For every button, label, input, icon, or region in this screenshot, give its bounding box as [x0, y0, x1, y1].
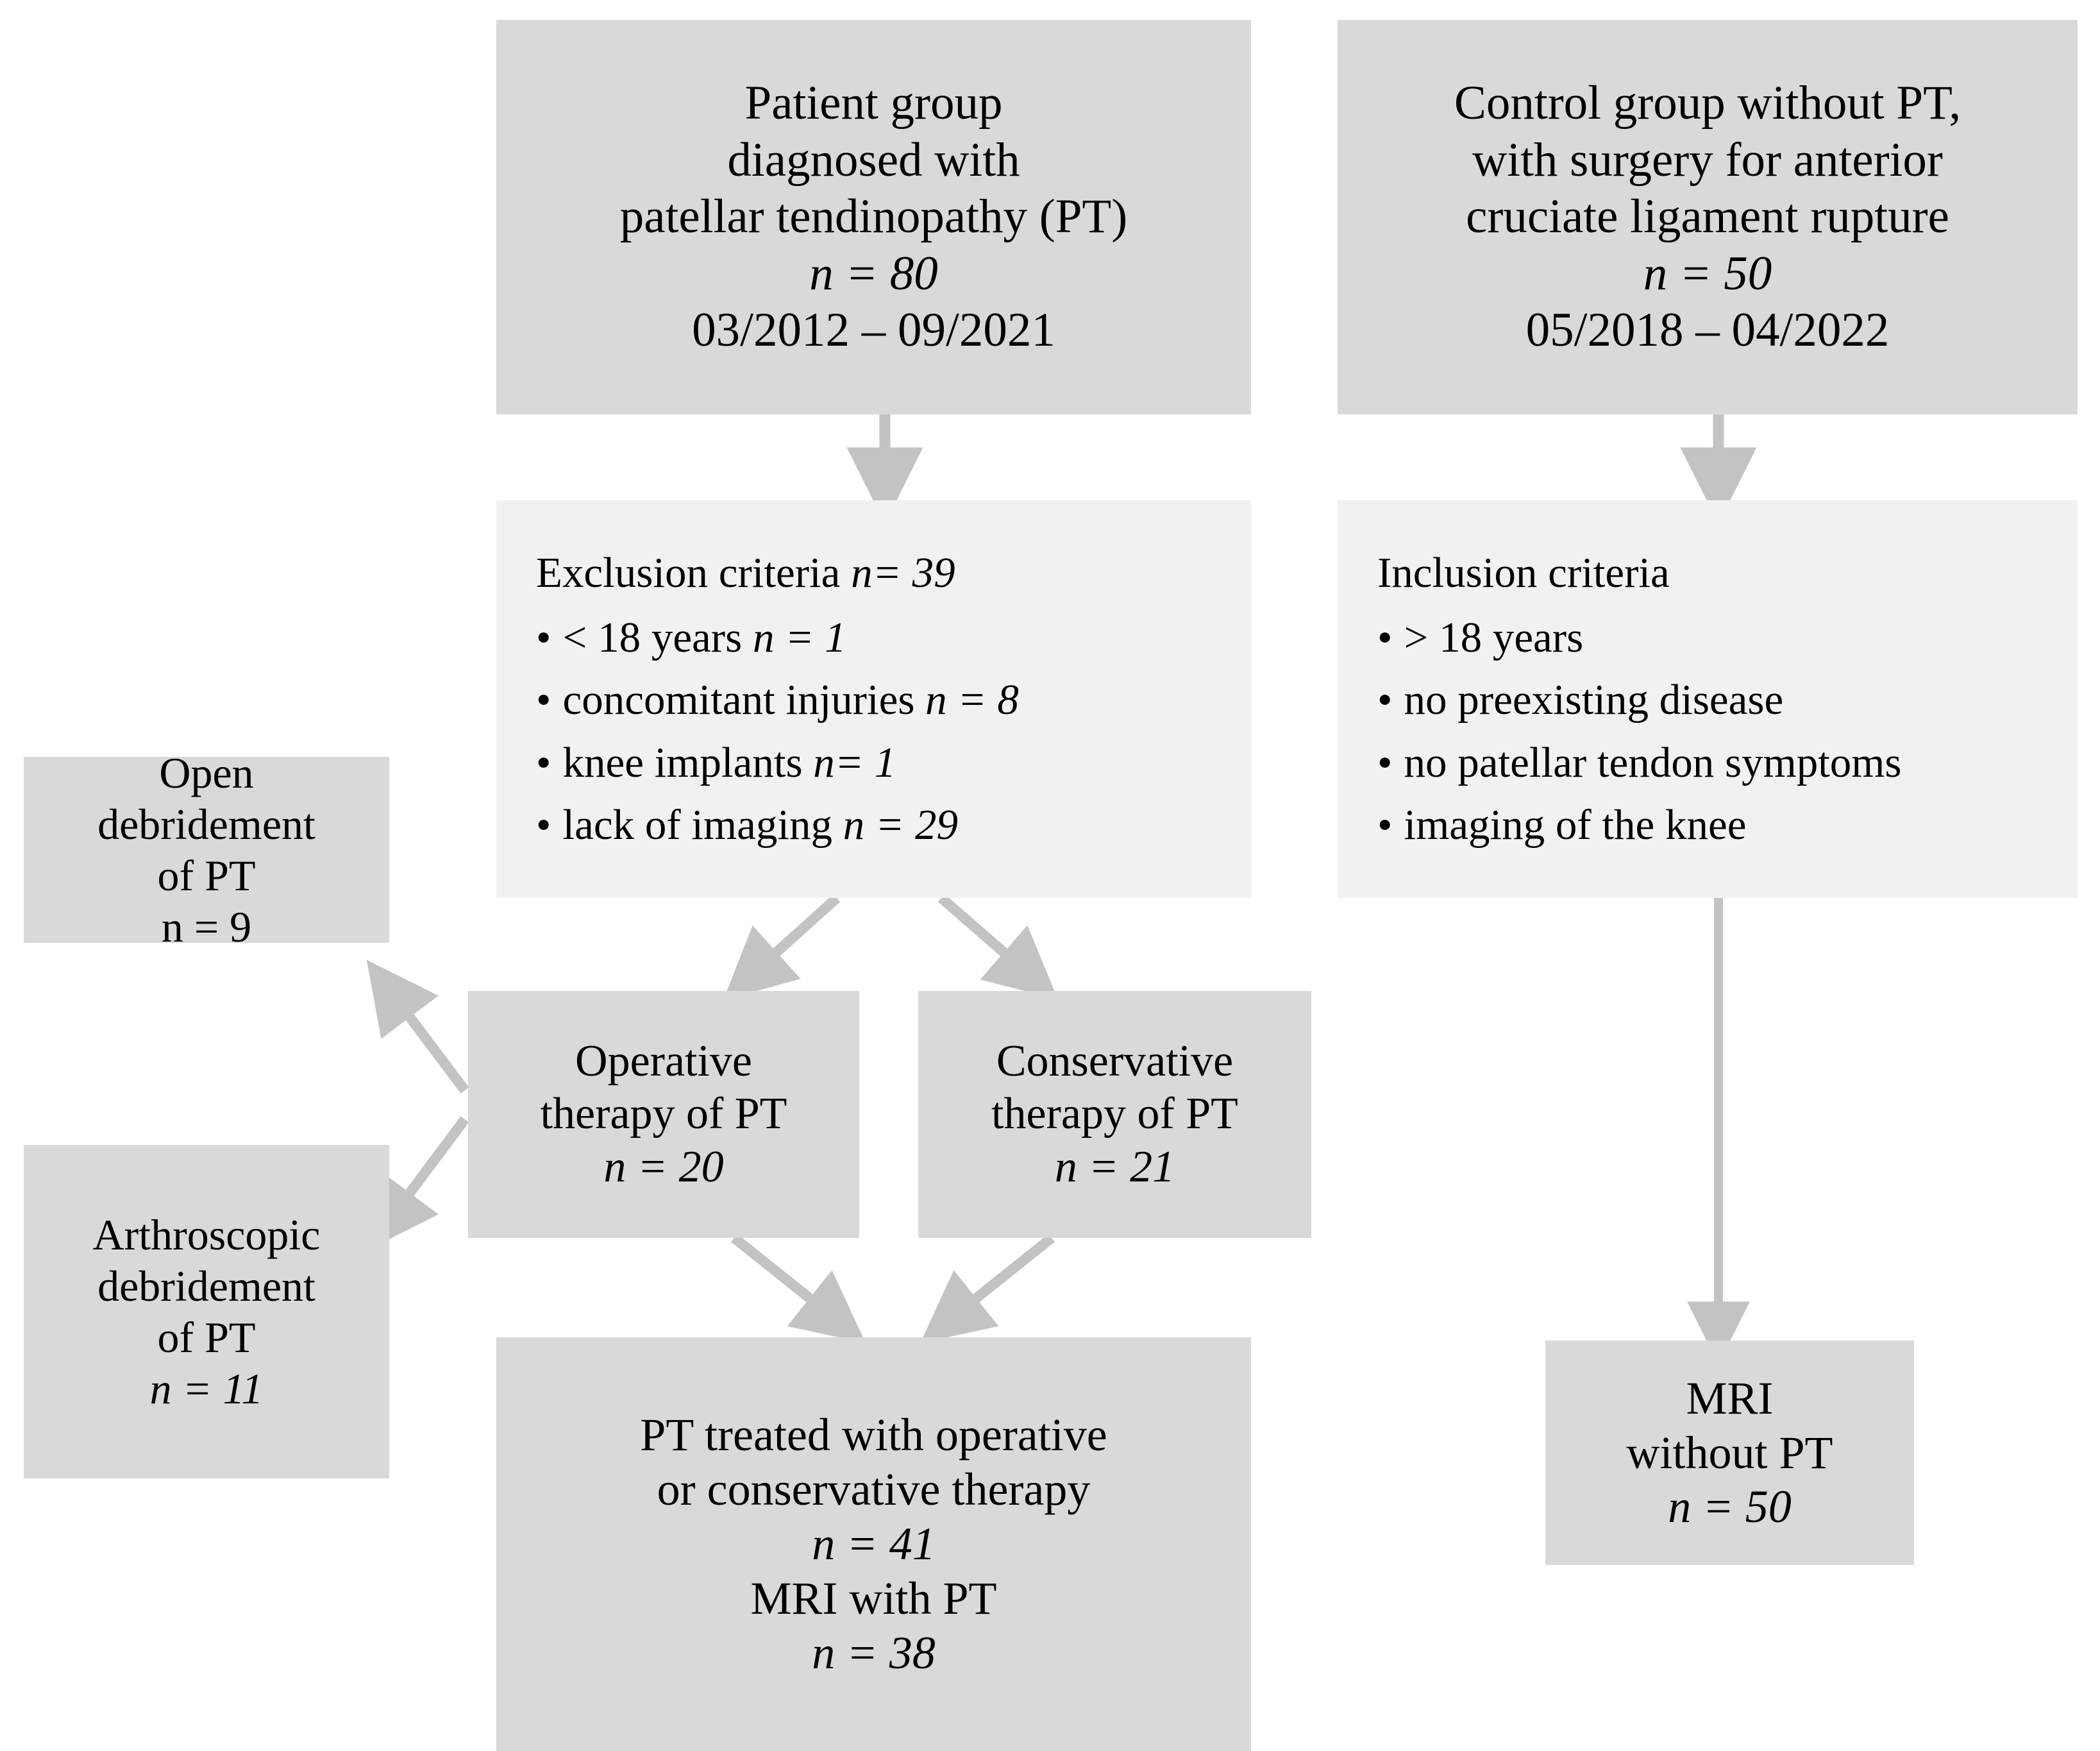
- conservative-therapy-line-2: therapy of PT: [991, 1089, 1238, 1139]
- exclusion-criteria-item-n: n = 1: [752, 614, 846, 662]
- control-group-date-range: 05/2018 – 04/2022: [1525, 303, 1890, 357]
- inclusion-criteria-heading-text: Inclusion criteria: [1377, 549, 1670, 597]
- exclusion-criteria-item-text: concomitant injuries: [562, 676, 926, 724]
- bullet-icon: •: [536, 738, 551, 786]
- control-group-line-3: cruciate ligament rupture: [1466, 190, 1949, 244]
- pt-treated-n-1: n = 41: [812, 1518, 936, 1570]
- patient-group-n: n = 80: [809, 246, 938, 300]
- arthroscopic-debridement-line-3: of PT: [157, 1313, 256, 1362]
- exclusion-criteria-item-n: n = 29: [843, 800, 958, 849]
- open-debridement-line-3: of PT: [157, 851, 256, 900]
- open-debridement-n: n = 9: [161, 902, 252, 952]
- connector-operative-to-open-debridement: [366, 960, 469, 1094]
- control-group-line-2: with surgery for anterior: [1472, 133, 1943, 187]
- inclusion-criteria-item: •no preexisting disease: [1377, 675, 2065, 725]
- exclusion-criteria-heading-n: n= 39: [851, 549, 955, 597]
- mri-without-pt-line-1: MRI: [1686, 1372, 1774, 1424]
- exclusion-criteria-heading: Exclusion criteria n= 39: [536, 548, 1238, 598]
- bullet-icon: •: [1377, 614, 1393, 662]
- box-patient-group: Patient group diagnosed with patellar te…: [496, 20, 1251, 414]
- connector-conservative-to-pt-treated: [920, 1233, 1055, 1343]
- bullet-icon: •: [536, 800, 551, 849]
- bullet-icon: •: [1377, 738, 1393, 786]
- connector-exclusion-to-operative: [723, 894, 841, 1001]
- control-group-line-1: Control group without PT,: [1454, 76, 1961, 130]
- inclusion-criteria-item-text: no patellar tendon symptoms: [1404, 738, 1902, 786]
- inclusion-criteria-item-text: imaging of the knee: [1404, 800, 1747, 849]
- operative-therapy-line-1: Operative: [575, 1036, 752, 1086]
- patient-group-date-range: 03/2012 – 09/2021: [692, 303, 1055, 357]
- operative-therapy-n: n = 20: [603, 1142, 724, 1192]
- patient-group-line-3: patellar tendinopathy (PT): [619, 190, 1128, 244]
- exclusion-criteria-item-text: lack of imaging: [562, 800, 843, 849]
- pt-treated-n-2: n = 38: [812, 1627, 936, 1679]
- box-pt-treated: PT treated with operative or conservativ…: [496, 1337, 1251, 1751]
- exclusion-criteria-item: •concomitant injuries n = 8: [536, 675, 1238, 725]
- inclusion-criteria-item: •> 18 years: [1377, 613, 2065, 663]
- inclusion-criteria-item-text: > 18 years: [1404, 614, 1584, 662]
- box-control-group: Control group without PT, with surgery f…: [1338, 20, 2078, 414]
- mri-without-pt-line-2: without PT: [1626, 1426, 1833, 1478]
- exclusion-criteria-item: •lack of imaging n = 29: [536, 800, 1238, 850]
- arthroscopic-debridement-line-1: Arthroscopic: [92, 1210, 321, 1259]
- inclusion-criteria-heading: Inclusion criteria: [1377, 548, 2065, 598]
- exclusion-criteria-item: •< 18 years n = 1: [536, 613, 1238, 663]
- inclusion-criteria-item-text: no preexisting disease: [1404, 676, 1784, 724]
- operative-therapy-line-2: therapy of PT: [540, 1089, 787, 1139]
- inclusion-criteria-item: •imaging of the knee: [1377, 800, 2065, 850]
- pt-treated-line-2: or conservative therapy: [657, 1464, 1091, 1516]
- exclusion-criteria-item: •knee implants n= 1: [536, 738, 1238, 788]
- box-conservative-therapy: Conservative therapy of PT n = 21: [918, 991, 1311, 1238]
- open-debridement-line-2: debridement: [97, 799, 315, 849]
- box-exclusion-criteria: Exclusion criteria n= 39 •< 18 years n =…: [496, 500, 1251, 898]
- arthroscopic-debridement-line-2: debridement: [97, 1261, 315, 1310]
- connector-operative-to-arthroscopic-debridement: [366, 1116, 469, 1251]
- pt-treated-mri-line: MRI with PT: [750, 1572, 997, 1624]
- box-open-debridement: Open debridement of PT n = 9: [24, 749, 389, 951]
- exclusion-criteria-item-text: knee implants: [562, 738, 814, 786]
- inclusion-criteria-item: •no patellar tendon symptoms: [1377, 738, 2065, 788]
- bullet-icon: •: [1377, 800, 1393, 849]
- exclusion-criteria-heading-text: Exclusion criteria: [536, 549, 852, 597]
- conservative-therapy-n: n = 21: [1054, 1142, 1175, 1192]
- connector-exclusion-to-conservative: [937, 893, 1058, 1000]
- exclusion-criteria-item-n: n= 1: [813, 738, 896, 786]
- arthroscopic-debridement-n: n = 11: [149, 1364, 264, 1414]
- patient-group-line-1: Patient group: [744, 76, 1003, 130]
- conservative-therapy-line-1: Conservative: [996, 1036, 1234, 1086]
- pt-treated-line-1: PT treated with operative: [640, 1409, 1107, 1461]
- box-inclusion-criteria: Inclusion criteria •> 18 years •no preex…: [1338, 500, 2078, 898]
- open-debridement-line-1: Open: [159, 748, 254, 797]
- box-mri-without-pt: MRI without PT n = 50: [1545, 1341, 1914, 1565]
- box-arthroscopic-debridement: Arthroscopic debridement of PT n = 11: [24, 1145, 389, 1478]
- bullet-icon: •: [536, 676, 551, 724]
- patient-group-line-2: diagnosed with: [727, 133, 1020, 187]
- box-operative-therapy: Operative therapy of PT n = 20: [468, 991, 859, 1238]
- exclusion-criteria-item-text: < 18 years: [562, 614, 753, 662]
- control-group-n: n = 50: [1643, 246, 1772, 300]
- bullet-icon: •: [536, 614, 551, 662]
- connector-operative-to-pt-treated: [731, 1233, 866, 1343]
- exclusion-criteria-item-n: n = 8: [925, 676, 1019, 724]
- bullet-icon: •: [1377, 676, 1393, 724]
- mri-without-pt-n: n = 50: [1668, 1481, 1792, 1533]
